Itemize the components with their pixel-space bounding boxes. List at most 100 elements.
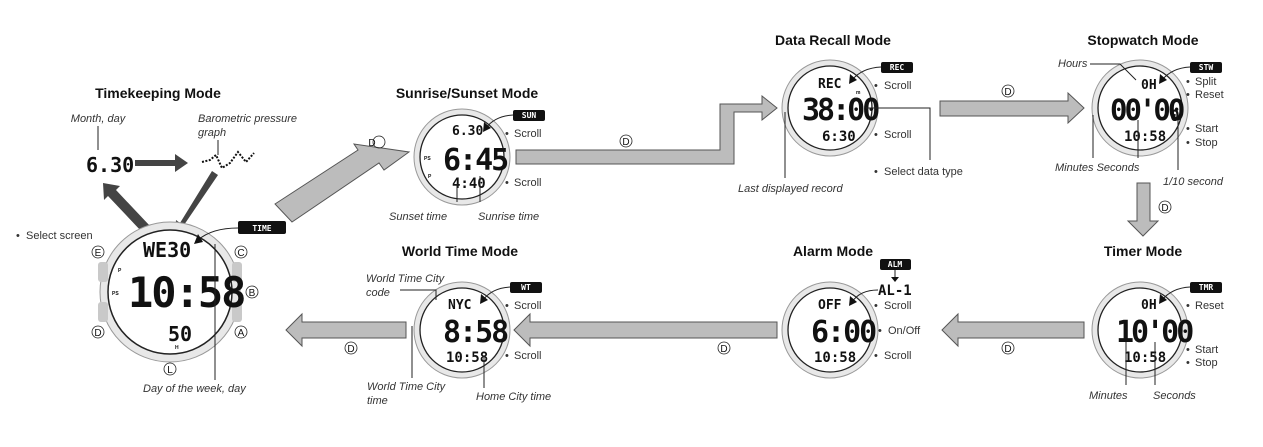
scroll-bottom-label: Scroll [514,350,542,362]
scroll-bottom-label: Scroll [884,350,912,362]
timer-mode: Timer Mode 0H 10'00 10:58 TMR • Reset • … [1089,243,1224,402]
scroll-bottom-label: Scroll [884,129,912,141]
watch-dial [787,287,873,373]
alarm-mode: Alarm Mode OFF 6:00 10:58 ALM AL-1 • Scr… [781,243,921,379]
seconds-display: 50 [168,322,192,346]
side-button [232,302,242,322]
arrow-up-left-icon [103,183,150,232]
bullet-icon: • [874,129,878,141]
badge-pointer-icon [849,74,857,84]
wt-badge-label: WT [521,283,531,292]
arrow-time-to-sun [274,143,411,223]
scroll-top-label: Scroll [884,300,912,312]
hours-display: 0H [1141,78,1157,93]
alarm-time-display: 6:00 [811,315,876,350]
record-value-display: 38:00 [802,93,879,128]
p-indicator: P [118,268,122,274]
bullet-icon: • [1186,76,1190,88]
button-circle-icon [344,341,358,355]
baro-graph-icon [201,150,255,170]
watch-dial [419,287,505,373]
bullet-icon: • [878,325,882,337]
button-circle-icon [619,134,633,148]
watch-dial [1097,65,1183,151]
scroll-top-label: Scroll [884,80,912,92]
sun-badge-label: SUN [522,111,537,120]
note-city-time-line2: time [367,395,388,407]
button-circle-icon [1158,200,1172,214]
tmr-badge [1190,282,1222,293]
reset-label: Reset [1195,300,1224,312]
arrow-stw-to-tmr [1126,182,1160,237]
note-last-record: Last displayed record [738,183,843,195]
badge-pointer-icon [1159,74,1167,84]
h-indicator: H [175,345,179,351]
scroll-top-label: Scroll [514,128,542,140]
note-day-of-week: Day of the week, day [143,383,247,395]
time-badge-label: TIME [252,224,271,233]
split-label: Split [1195,76,1216,88]
arrow-button-label: D [1004,344,1011,355]
note-tenth: 1/10 second [1163,176,1224,188]
arrow-alm-to-wt [513,312,778,348]
note-seconds: Seconds [1153,390,1196,402]
alarm-status-display: OFF [818,298,842,313]
m-indicator: m [856,90,861,96]
record-date-display: 6:30 [822,129,856,145]
arrow-sun-to-rec [515,94,778,165]
onoff-label: On/Off [888,325,921,337]
note-min-sec: Minutes Seconds [1055,162,1140,174]
mode-title: Stopwatch Mode [1087,32,1198,48]
sunrise-sunset-mode: Sunrise/Sunset Mode 6.30 6:45 4:40 PS P … [389,85,545,223]
badge-pointer-icon [849,296,857,306]
timekeeping-mode: Timekeeping Mode Month, day Barometric p… [16,85,297,395]
note-city-time-line1: World Time City [367,381,447,393]
note-sunrise: Sunrise time [478,211,539,223]
button-b-label: B [249,288,256,299]
badge-pointer-icon [480,294,488,304]
stop-label: Stop [1195,357,1218,369]
bullet-icon: • [1186,137,1190,149]
stw-badge-label: STW [1199,63,1214,72]
p-indicator: P [428,174,432,180]
arrow-right-icon [135,154,188,172]
home-time-display: 10:58 [446,350,488,366]
bullet-icon: • [1186,300,1190,312]
button-a-label: A [238,328,245,339]
badge-pointer-icon [1159,294,1167,304]
scroll-bottom-label: Scroll [514,177,542,189]
bullet-icon: • [874,166,878,178]
bullet-icon: • [1186,123,1190,135]
note-baro-graph-line2: graph [198,127,226,139]
stw-badge [1190,62,1222,73]
bullet-icon: • [505,128,509,140]
arrow-rec-to-stw [939,91,1085,125]
sun-badge [513,110,545,121]
start-label: Start [1195,344,1218,356]
mode-title: Timer Mode [1104,243,1183,259]
hours-display: 0H [1141,298,1157,313]
wt-badge [510,282,542,293]
arrow-button-label: D [720,344,727,355]
button-d-label: D [94,328,101,339]
rec-display: REC [818,77,841,92]
current-time-display: 10:58 [814,350,856,366]
button-l-label: L [167,365,173,376]
arrow-button-label: D [368,138,375,149]
alm-badge [880,259,911,270]
time-display: 10:58 [128,268,244,317]
date-display: 6.30 [452,124,483,139]
button-c-label: C [237,248,244,259]
alarm-id-display: AL-1 [878,283,912,299]
bullet-icon: • [874,350,878,362]
alm-badge-label: ALM [888,260,903,269]
city-code-display: NYC [448,298,471,313]
current-time-display: 10:58 [1124,129,1166,145]
side-button [232,262,242,282]
bullet-icon: • [505,177,509,189]
stopwatch-display: 00'00 [1110,93,1184,127]
rec-badge [881,62,913,73]
bullet-icon: • [874,80,878,92]
note-city-code-line1: World Time City [366,273,446,285]
